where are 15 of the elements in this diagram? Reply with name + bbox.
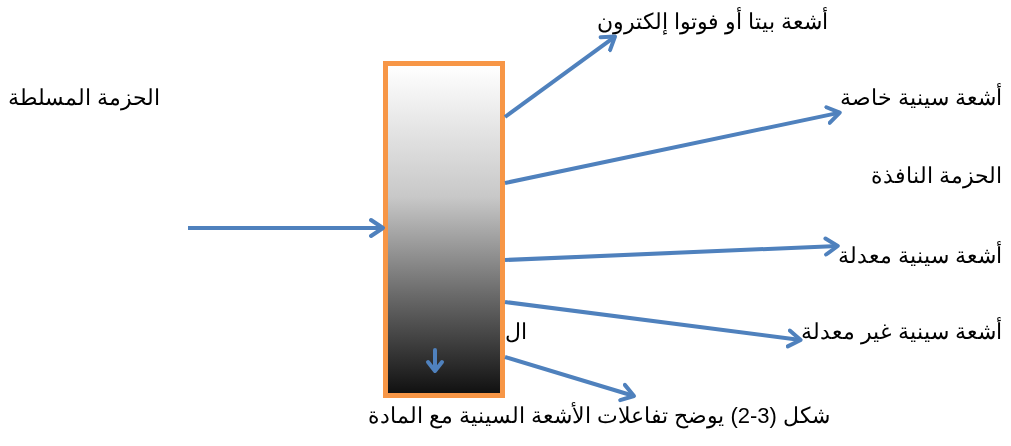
material-slab	[383, 61, 505, 398]
arrow	[504, 355, 636, 403]
radiation-label: أشعة بيتا أو فوتوا إلكترون	[596, 8, 828, 37]
radiation-label: أشعة سينية غير معدلة	[800, 318, 1002, 347]
radiation-label: أشعة سينية معدلة	[837, 242, 1002, 271]
arrow	[504, 105, 842, 185]
arrow	[188, 218, 385, 238]
beam-label: ال	[505, 318, 528, 346]
arrow	[504, 236, 840, 262]
arrow	[504, 300, 803, 349]
beam-label: الحزمة النافذة	[869, 162, 1002, 191]
arrow	[503, 34, 617, 119]
radiation-label: أشعة سينية خاصة	[839, 84, 1002, 113]
beam-label: الحزمة المسلطة	[8, 84, 162, 113]
figure-caption: شكل (3-2) يوضح تفاعلات الأشعة السينية مع المادة	[366, 402, 830, 431]
